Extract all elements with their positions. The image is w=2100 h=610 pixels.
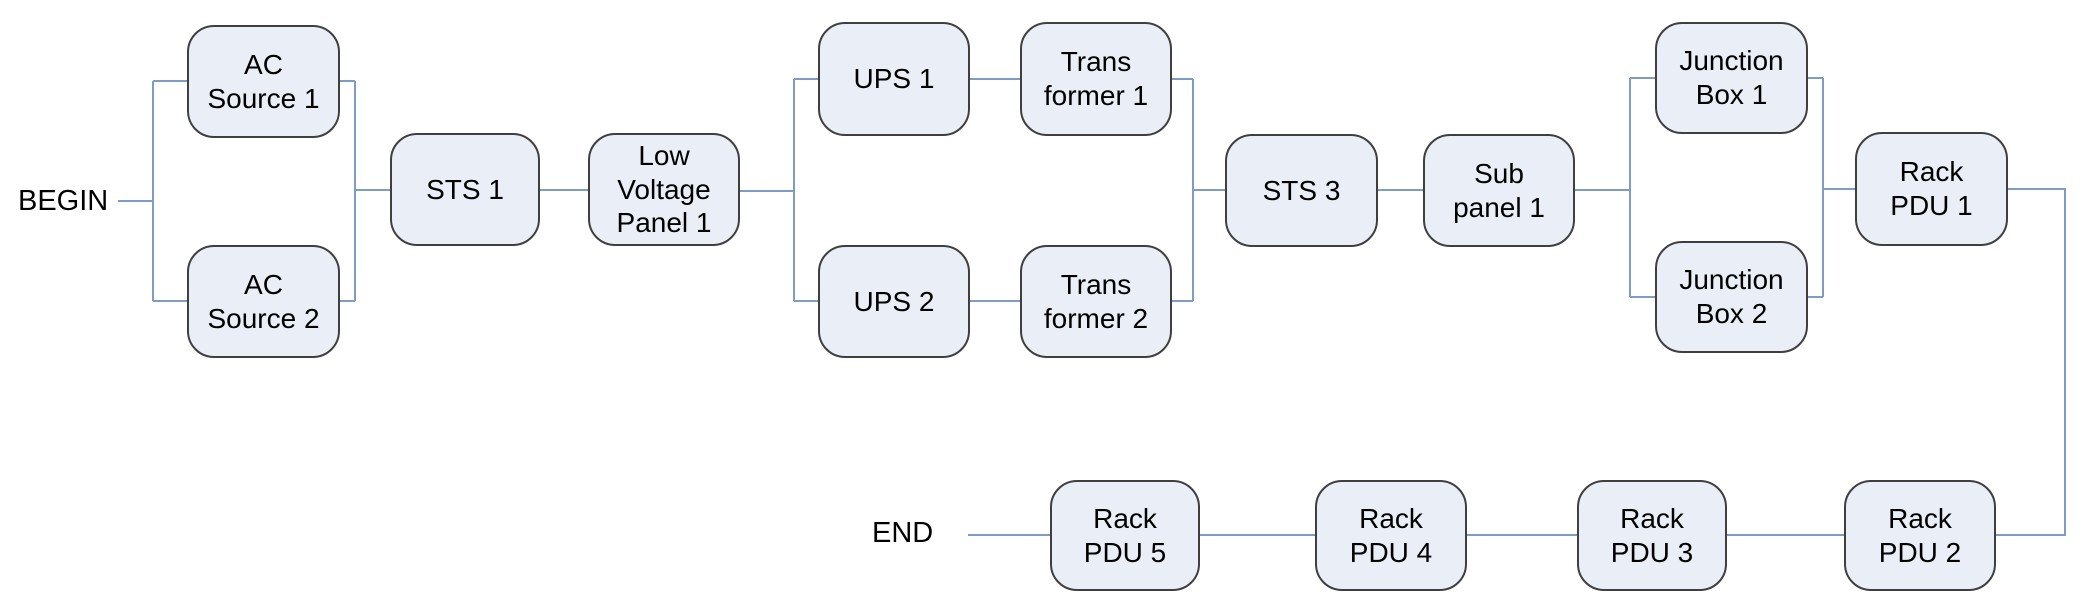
wire-lvpanel-to-ups-split (740, 78, 818, 302)
node-rack-pdu-5: Rack PDU 5 (1050, 480, 1200, 591)
node-rack-pdu-3: Rack PDU 3 (1577, 480, 1727, 591)
node-rack-pdu-1: Rack PDU 1 (1855, 132, 2008, 246)
node-low-voltage-panel-1: Low Voltage Panel 1 (588, 133, 740, 246)
end-label: END (872, 517, 934, 549)
wire-ups-to-transformers (970, 78, 1020, 302)
node-ac-source-1: AC Source 1 (187, 25, 340, 138)
wire-begin-split (118, 80, 390, 302)
node-transformer-2: Trans former 2 (1020, 245, 1172, 358)
wire-transformer-merge-to-sts3 (1172, 78, 1225, 302)
wire-rackpdu1-to-rackpdu2 (1996, 188, 2066, 536)
node-sub-panel-1: Sub panel 1 (1423, 134, 1575, 247)
node-ups-2: UPS 2 (818, 245, 970, 358)
node-rack-pdu-2: Rack PDU 2 (1844, 480, 1996, 591)
node-junction-box-2: Junction Box 2 (1655, 241, 1808, 353)
begin-label: BEGIN (18, 185, 109, 217)
node-ups-1: UPS 1 (818, 22, 970, 136)
wire-subpanel-to-junction-split (1575, 77, 1655, 298)
wire-junction-merge-to-rackpdu1 (1808, 77, 1855, 298)
node-sts-3: STS 3 (1225, 134, 1378, 247)
node-sts-1: STS 1 (390, 133, 540, 246)
node-rack-pdu-4: Rack PDU 4 (1315, 480, 1467, 591)
node-transformer-1: Trans former 1 (1020, 22, 1172, 136)
node-ac-source-2: AC Source 2 (187, 245, 340, 358)
node-junction-box-1: Junction Box 1 (1655, 22, 1808, 134)
